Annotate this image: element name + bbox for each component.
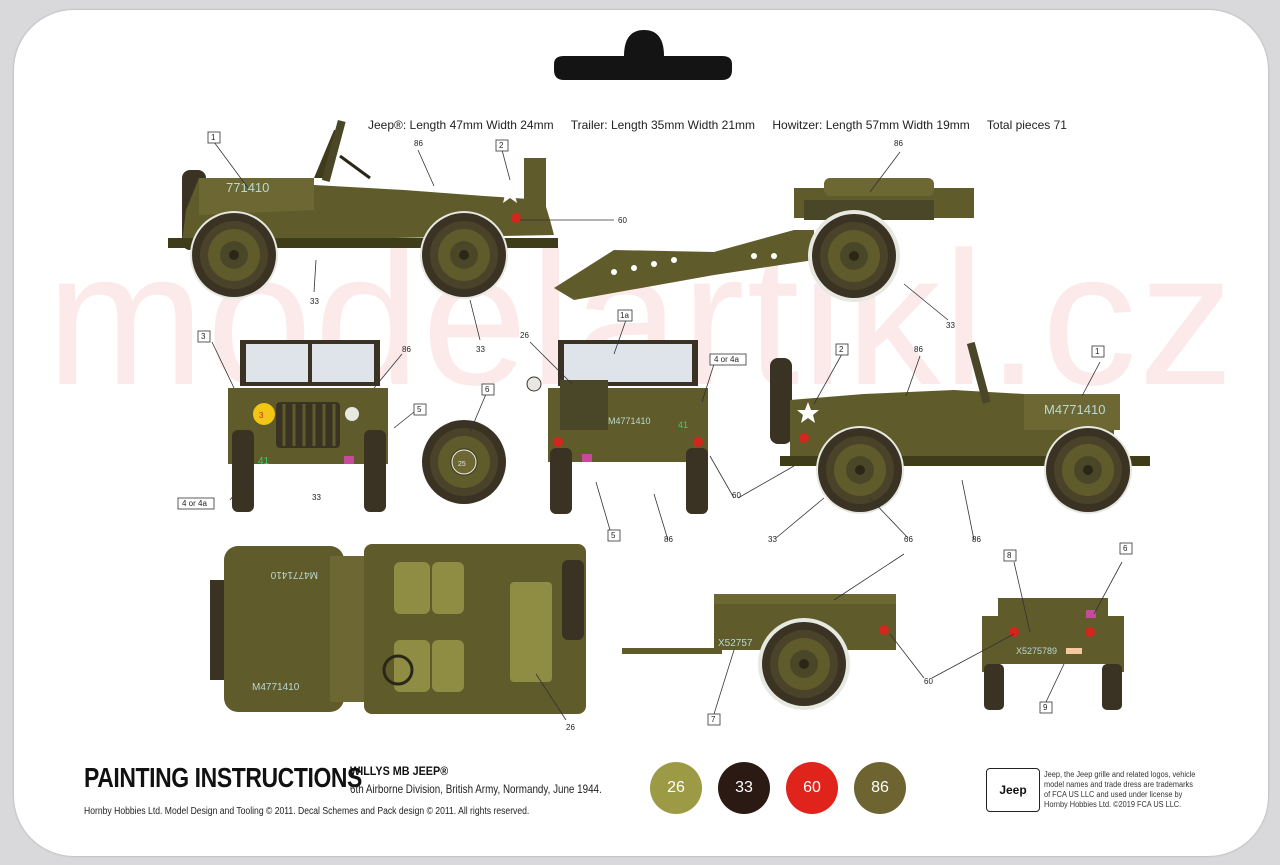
callout-5-front: 5 — [417, 405, 422, 414]
unit-description: 6th Airborne Division, British Army, Nor… — [350, 782, 602, 796]
dimensions-line: Jeep®: Length 47mm Width 24mm Trailer: L… — [368, 118, 1081, 132]
paint-swatch-86: 86 — [854, 762, 906, 814]
callout-6-trailer: 6 — [1123, 544, 1128, 553]
paint-code: 60 — [803, 779, 821, 796]
callout-86-front: 86 — [402, 345, 411, 354]
spare-wheel-badge: 25 — [458, 461, 466, 468]
callout-86-top: 86 — [414, 139, 423, 148]
callout-9: 9 — [1043, 703, 1048, 712]
jeep-front-view: 3 41 — [228, 340, 388, 512]
trailer-side-view: X52757 — [622, 594, 896, 710]
jeep-rear-view: M4771410 41 — [526, 340, 708, 514]
paint-swatch-33: 33 — [718, 762, 770, 814]
drawings: 771410 — [168, 119, 1150, 732]
howitzer-side-view — [554, 178, 974, 302]
spare-wheel-detail: 25 — [422, 420, 506, 504]
instruction-sheet: modelartikl.cz Jeep®: Length 47mm Width … — [14, 10, 1268, 856]
jeep-dimensions: Jeep®: Length 47mm Width 24mm — [368, 118, 554, 132]
callout-66-right: 66 — [904, 535, 913, 544]
callout-4-front: 4 or 4a — [182, 499, 207, 508]
callout-3: 3 — [201, 332, 206, 341]
front-unit-marking: 41 — [258, 456, 270, 467]
bridge-weight-plate: 3 — [259, 411, 264, 420]
jeep-side-view-left: 771410 — [168, 119, 558, 299]
callout-33-top: 33 — [310, 297, 319, 306]
callout-86-howitzer: 86 — [894, 139, 903, 148]
trailer-serial: X52757 — [718, 638, 753, 649]
paint-swatch-26: 26 — [650, 762, 702, 814]
callout-33-right: 33 — [768, 535, 777, 544]
howitzer-dimensions: Howitzer: Length 57mm Width 19mm — [772, 118, 970, 132]
callouts: 1 2 86 60 33 33 86 33 3 86 5 6 4 or 4a 3… — [177, 131, 1133, 732]
callout-6-wheel: 6 — [485, 385, 490, 394]
callout-26-top: 26 — [566, 723, 575, 732]
callout-26-rear: 26 — [520, 331, 529, 340]
callout-86-right-lower: 86 — [972, 535, 981, 544]
callout-2-top: 2 — [499, 141, 504, 150]
callout-5-rear: 5 — [611, 531, 616, 540]
model-name: WILLYS MB JEEP® — [350, 764, 449, 778]
copyright-notice: Hornby Hobbies Ltd. Model Design and Too… — [84, 806, 530, 817]
paint-code: 86 — [871, 779, 889, 796]
jeep-logo: Jeep — [986, 768, 1040, 812]
callout-60-trailer: 60 — [924, 677, 933, 686]
paint-code: 33 — [735, 779, 753, 796]
callout-7: 7 — [711, 715, 716, 724]
leader-lines — [211, 141, 1123, 721]
jeep-top-view: M4771410 M4771410 — [210, 544, 586, 714]
callout-33-mid: 33 — [476, 345, 485, 354]
callout-1-right: 1 — [1095, 347, 1100, 356]
trailer-rear-view: X5275789 — [982, 598, 1124, 710]
page-title: PAINTING INSTRUCTIONS — [84, 762, 362, 793]
callout-33-howitzer: 33 — [946, 321, 955, 330]
callout-1a: 1a — [620, 311, 629, 320]
callout-8: 8 — [1007, 551, 1012, 560]
top-serial-bonnet-lower: M4771410 — [252, 682, 300, 693]
trailer-dimensions: Trailer: Length 35mm Width 21mm — [570, 118, 756, 132]
rear-unit-marking: 41 — [678, 420, 688, 430]
rear-serial: M4771410 — [608, 416, 651, 426]
callout-4-rear: 4 or 4a — [714, 355, 739, 364]
callout-1-top: 1 — [211, 133, 216, 142]
callout-86-right: 86 — [914, 345, 923, 354]
callout-86-rear: 86 — [664, 535, 673, 544]
callout-60-rear: 60 — [732, 491, 741, 500]
top-serial-bonnet: M4771410 — [270, 569, 318, 580]
hanger-hole — [554, 30, 732, 80]
trademark-notice: Jeep, the Jeep grille and related logos,… — [1044, 770, 1196, 809]
callout-33-front: 33 — [312, 493, 321, 502]
paint-swatch-60: 60 — [786, 762, 838, 814]
jeep-side-view-right: M4771410 — [770, 341, 1150, 514]
total-pieces: Total pieces 71 — [986, 118, 1067, 132]
paint-code: 26 — [667, 779, 685, 796]
callout-60-top: 60 — [618, 216, 627, 225]
callout-2-right: 2 — [839, 345, 844, 354]
trailer-rear-serial: X5275789 — [1016, 646, 1057, 656]
jeep-side-serial-right: M4771410 — [1044, 402, 1105, 417]
